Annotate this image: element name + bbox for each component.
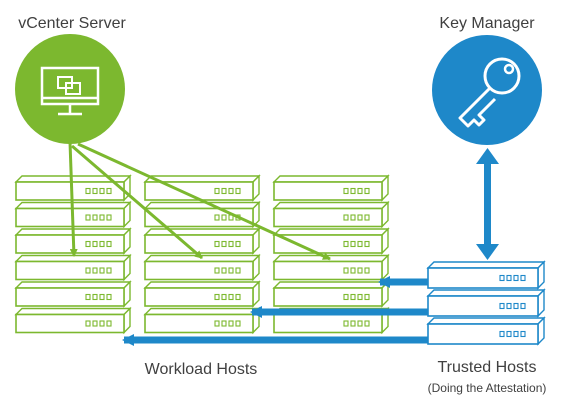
workload-server-c1-r6 xyxy=(14,306,132,335)
workload-server-c1-r4 xyxy=(14,253,132,282)
vcenter-label: vCenter Server xyxy=(18,15,126,32)
attestation-connections xyxy=(122,276,428,346)
vcenter-arrow-col1 xyxy=(68,141,78,257)
workload-server-c3-r1 xyxy=(272,174,390,202)
workload-server-c1-r2 xyxy=(14,200,132,229)
workload-server-c3-r2 xyxy=(272,200,390,229)
workload-server-c2-r4 xyxy=(143,253,261,282)
workload-server-c2-r5 xyxy=(143,280,261,308)
trusted-hosts-label: Trusted Hosts xyxy=(438,359,537,376)
key-manager-label: Key Manager xyxy=(439,15,535,32)
monitor-icon xyxy=(40,66,100,116)
trusted-server-3 xyxy=(426,316,546,346)
vcenter-arrow-col3 xyxy=(77,142,331,261)
vcenter-connections xyxy=(68,141,331,261)
key-manager-node xyxy=(432,35,542,145)
key-icon xyxy=(458,57,521,128)
trusted-server-1 xyxy=(426,260,546,290)
vcenter-node xyxy=(15,34,125,144)
trusted-server-2 xyxy=(426,288,546,318)
trusted-hosts-sublabel: (Doing the Attestation) xyxy=(428,381,547,395)
workload-hosts-label: Workload Hosts xyxy=(145,361,258,378)
vcenter-arrow-col2 xyxy=(71,144,203,260)
workload-server-c2-r6 xyxy=(143,306,261,335)
workload-server-c1-r5 xyxy=(14,280,132,308)
workload-server-c3-r5 xyxy=(272,280,390,308)
workload-server-c2-r3 xyxy=(143,227,261,255)
key-manager-connection xyxy=(476,148,499,260)
workload-server-c2-r1 xyxy=(143,174,261,202)
trusted-hosts xyxy=(426,260,546,346)
workload-server-c3-r4 xyxy=(272,253,390,282)
